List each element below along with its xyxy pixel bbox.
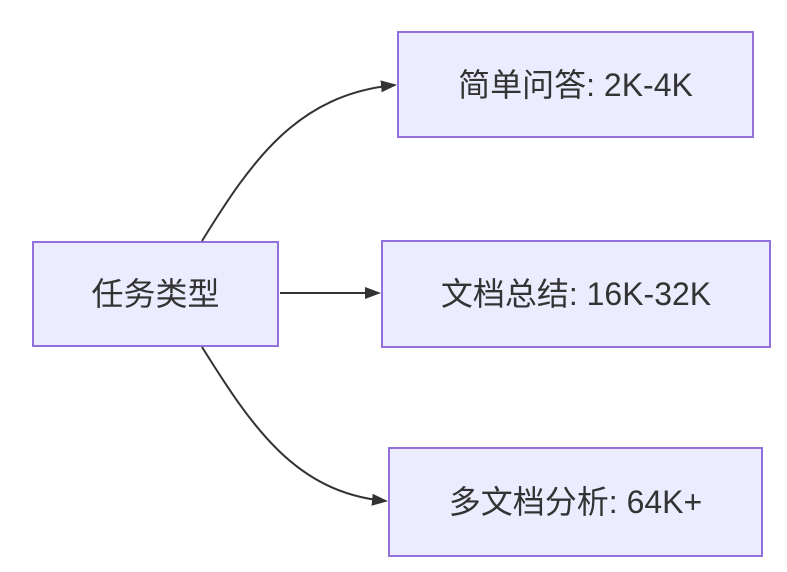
node-simple-qa-label: 简单问答: 2K-4K [458, 66, 693, 103]
node-multi-doc-analysis-label: 多文档分析: 64K+ [448, 484, 703, 520]
edge-root-to-multi-doc [201, 346, 388, 506]
node-task-type-label: 任务类型 [91, 276, 220, 312]
node-doc-summary-label: 文档总结: 16K-32K [440, 276, 712, 312]
edge-root-to-simple-qa [201, 80, 397, 242]
node-simple-qa: 简单问答: 2K-4K [397, 31, 754, 138]
node-task-type: 任务类型 [32, 241, 279, 347]
node-doc-summary: 文档总结: 16K-32K [381, 240, 771, 348]
node-multi-doc-analysis: 多文档分析: 64K+ [388, 447, 763, 557]
